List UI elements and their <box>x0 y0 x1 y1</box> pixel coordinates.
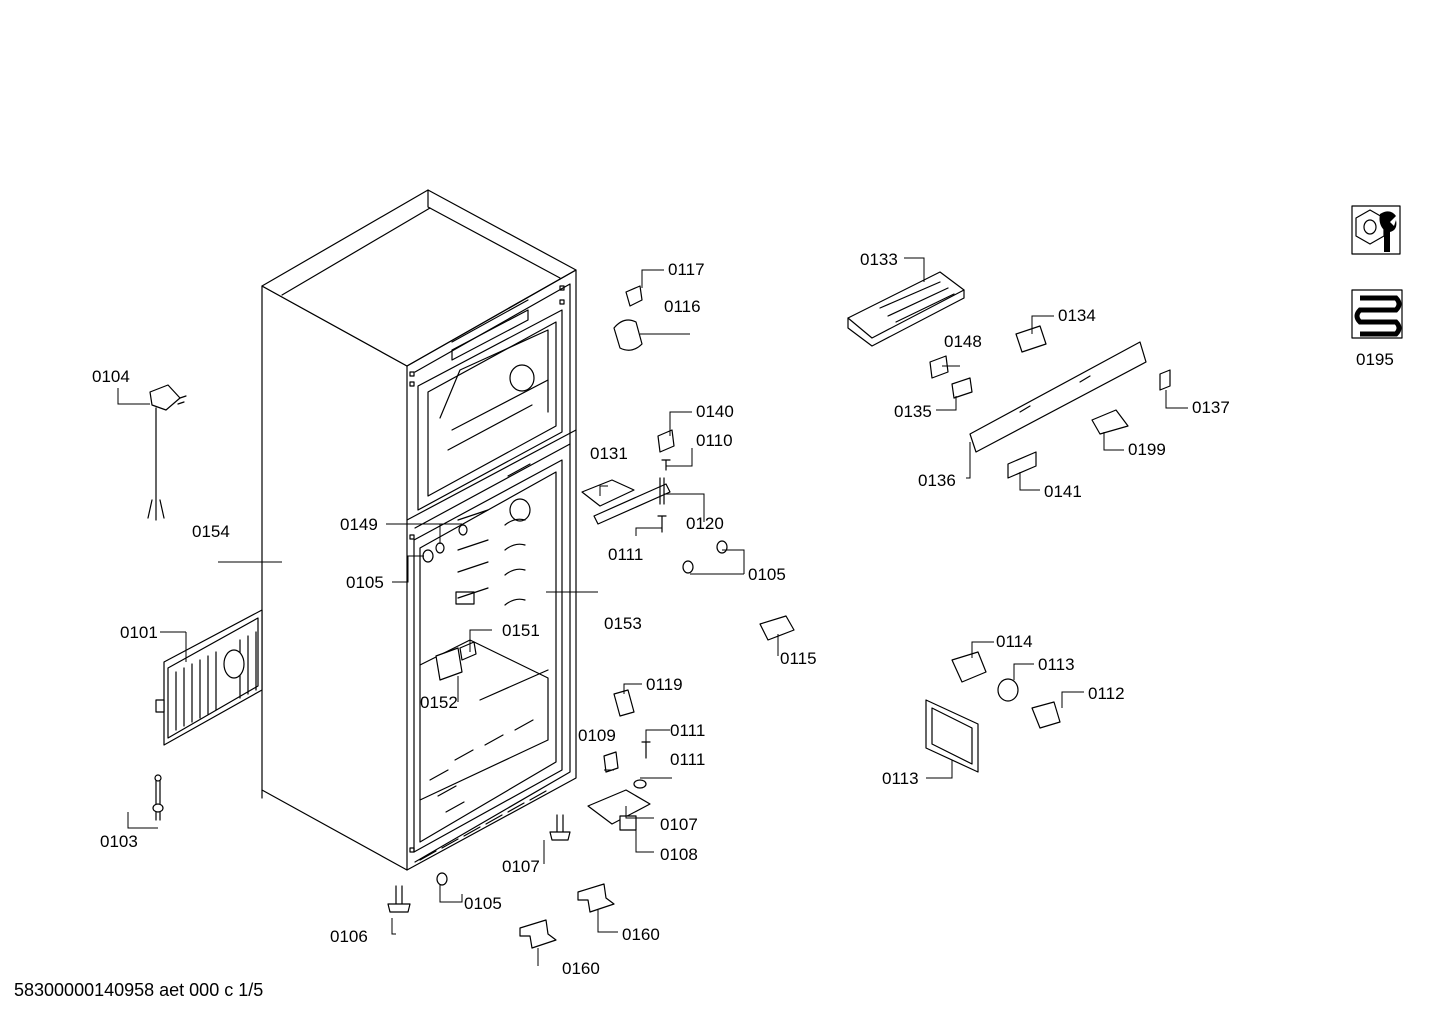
label-0152: 0152 <box>420 693 458 712</box>
screw-0111-lower <box>641 741 651 759</box>
label-0105-right: 0105 <box>748 565 786 584</box>
washer-0112 <box>633 779 647 789</box>
part-0137 <box>951 377 973 399</box>
label-0134: 0131 <box>590 444 628 463</box>
power-plug-icon <box>147 384 187 521</box>
drawing-code: 58300000140958 aet 000 c 1/5 <box>14 980 264 1000</box>
label-0138: 0136 <box>918 471 956 490</box>
part-0163 <box>1091 409 1129 435</box>
label-0111-low: 0111 <box>670 721 705 740</box>
part-labels: 0117 0116 0104 0140 0110 0131 0120 0149 … <box>92 250 1394 978</box>
part-0140 <box>657 429 675 453</box>
label-0151: 0151 <box>502 621 540 640</box>
label-0105-inner: 0105 <box>346 573 384 592</box>
label-0114: 0112 <box>1088 684 1125 703</box>
plug-0105-b <box>716 540 728 554</box>
part-0117 <box>759 615 795 641</box>
bracket-0160-b <box>577 883 615 913</box>
label-0141: 0141 <box>1044 482 1082 501</box>
hinge-pin-0133 <box>659 477 665 505</box>
label-0111-mid: 0111 <box>608 545 643 564</box>
label-0141 <box>1007 451 1037 479</box>
plug-0105-bottom <box>436 872 448 886</box>
plug-0149-b <box>458 524 468 536</box>
label-0136: 0134 <box>1058 306 1096 325</box>
label-0113: 0113 <box>882 769 919 788</box>
label-0104: 0104 <box>92 367 130 386</box>
label-0103: 0103 <box>100 832 138 851</box>
screw-0111-mid <box>657 515 667 533</box>
label-0195: 0195 <box>1356 350 1394 369</box>
part-0136 <box>1015 325 1047 353</box>
label-0106-text: 0106 <box>330 927 368 946</box>
heating-coil-icon <box>1351 289 1403 339</box>
part-0148 <box>929 355 949 379</box>
label-0160-a: 0160 <box>562 959 600 978</box>
label-0119: 0116 <box>664 297 701 316</box>
label-0109: 0108 <box>660 845 698 864</box>
bracket-0160-a <box>519 919 557 949</box>
leader-lines <box>117 257 1188 966</box>
label-0148: 0148 <box>944 332 982 351</box>
label-0112: 0111 <box>670 750 705 769</box>
label-0149: 0149 <box>340 515 378 534</box>
label-0131: 0119 <box>646 675 683 694</box>
clip-0151 <box>459 641 477 661</box>
nut-wrench-icon <box>1351 205 1401 255</box>
plug-0105-inner <box>422 549 434 563</box>
hinge-bracket-0134 <box>581 479 635 507</box>
plug-0149-a <box>435 542 445 554</box>
bulb-0114 <box>1031 701 1061 729</box>
label-0105-bottom: 0105 <box>464 894 502 913</box>
cover-0152 <box>435 647 463 681</box>
plug-0105-a <box>682 560 694 574</box>
label-0133: 0120 <box>686 514 724 533</box>
label-0139 <box>1159 369 1171 391</box>
hinge-plate-0108 <box>587 789 651 825</box>
label-0107: 0107 <box>502 857 540 876</box>
label-0108: 0107 <box>660 815 698 834</box>
part-sketches <box>147 271 1171 949</box>
hinge-bar-0133 <box>593 483 671 525</box>
label-0115: 0113 <box>1038 655 1075 674</box>
clip-0119 <box>613 319 643 351</box>
label-0154: 0154 <box>192 522 230 541</box>
foot-screw-0107 <box>549 814 571 841</box>
label-0110: 0109 <box>578 726 616 745</box>
label-0116: 0114 <box>996 632 1033 651</box>
lamp-cover-0113 <box>925 699 979 773</box>
rod-part <box>152 774 164 821</box>
label-0140: 0140 <box>696 402 734 421</box>
foot-screw-0106 <box>387 885 411 913</box>
ring-0115 <box>997 678 1019 702</box>
rail-0138 <box>969 341 1147 453</box>
label-0139: 0137 <box>1192 398 1230 417</box>
rear-grille-panel <box>155 609 263 746</box>
refrigerator-cabinet <box>261 189 577 871</box>
label-0117: 0115 <box>780 649 817 668</box>
label-0135: 0133 <box>860 250 898 269</box>
lamp-holder-0116 <box>951 651 987 683</box>
label-0163: 0199 <box>1128 440 1166 459</box>
label-0120: 0117 <box>668 260 705 279</box>
bushing-0131 <box>613 689 635 717</box>
part-0110 <box>603 751 619 773</box>
label-0111-top: 0110 <box>696 431 733 450</box>
screw-0111-top <box>661 459 671 471</box>
label-0153: 0153 <box>604 614 642 633</box>
label-0137: 0135 <box>894 402 932 421</box>
clip-0120 <box>625 285 643 307</box>
label-0101: 0101 <box>120 623 158 642</box>
label-0160-b: 0160 <box>622 925 660 944</box>
